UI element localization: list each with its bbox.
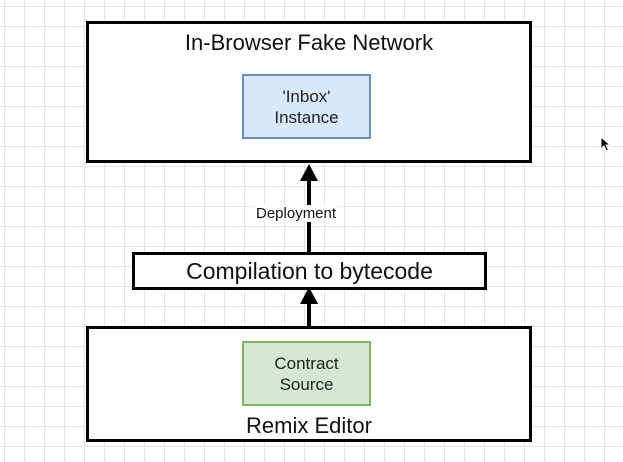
inbox-instance-label-line1: 'Inbox' <box>282 86 331 106</box>
compilation-box: Compilation to bytecode <box>132 252 487 290</box>
remix-editor-title: Remix Editor <box>246 413 372 438</box>
arrow-remix-to-compilation <box>300 287 318 326</box>
contract-source-label-line1: Contract <box>274 353 339 373</box>
inbox-instance-label-line2: Instance <box>274 107 339 127</box>
in-browser-network-box: In-Browser Fake Network 'Inbox' Instance <box>86 21 532 163</box>
mouse-pointer-icon <box>600 135 612 157</box>
deployment-edge-label: Deployment <box>253 205 340 222</box>
contract-source-label-line2: Source <box>279 374 334 394</box>
compilation-label: Compilation to bytecode <box>186 257 433 284</box>
inbox-instance-node: 'Inbox' Instance <box>242 74 371 139</box>
remix-editor-box: Contract Source Remix Editor <box>86 326 532 442</box>
in-browser-network-title: In-Browser Fake Network <box>184 30 434 55</box>
contract-source-node: Contract Source <box>242 341 371 406</box>
